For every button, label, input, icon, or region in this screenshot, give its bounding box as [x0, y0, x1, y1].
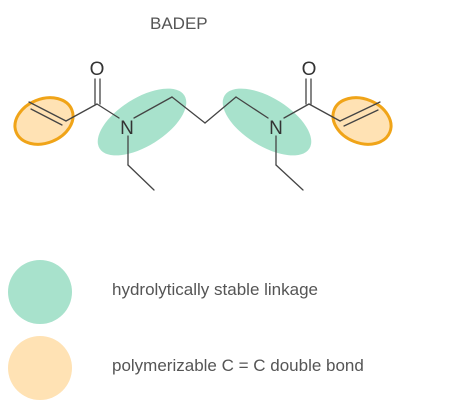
nitrogen-label-left: N [120, 118, 134, 139]
legend-label-hydrolytic: hydrolytically stable linkage [112, 280, 318, 299]
hydrolytic-swatch-icon [8, 260, 72, 324]
molecule-title: BADEP [150, 14, 208, 33]
vinyl-highlight-right [331, 96, 393, 146]
legend-label-polymerizable: polymerizable C = C double bond [112, 356, 364, 375]
vinyl-highlight-left [13, 96, 75, 146]
badep-structure-diagram: O O N N [13, 59, 393, 191]
oxygen-label-left: O [90, 59, 105, 80]
bond-lines [28, 78, 381, 191]
nitrogen-label-right: N [269, 118, 283, 139]
legend-item-polymerizable: polymerizable C = C double bond [8, 336, 468, 400]
legend-item-hydrolytic: hydrolytically stable linkage [8, 260, 468, 324]
hydrolytic-highlight-left [97, 88, 187, 156]
hydrolytic-highlight-right [222, 88, 312, 156]
oxygen-label-right: O [302, 59, 317, 80]
polymerizable-swatch-icon [8, 336, 72, 400]
